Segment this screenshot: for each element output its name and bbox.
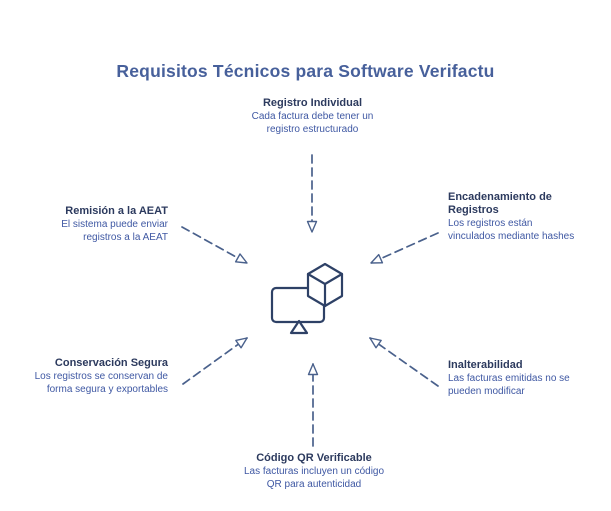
- node-encadenamiento-registros: Encadenamiento de Registros Los registro…: [448, 191, 580, 243]
- node-description: Los registros están vinculados mediante …: [448, 218, 575, 242]
- node-inalterabilidad: Inalterabilidad Las facturas emitidas no…: [448, 359, 580, 398]
- monitor-with-cube-icon: [270, 262, 344, 335]
- arrow-upper-left-to-center: [181, 226, 248, 264]
- node-remision-aeat: Remisión a la AEAT El sistema puede envi…: [48, 205, 168, 244]
- node-description: Cada factura debe tener un registro estr…: [251, 111, 374, 135]
- node-title: Registro Individual: [262, 97, 362, 109]
- node-title: Código QR Verificable: [256, 452, 372, 464]
- node-title: Remisión a la AEAT: [65, 205, 168, 217]
- arrow-upper-right-to-center: [370, 232, 439, 264]
- page-title: Requisitos Técnicos para Software Verifa…: [116, 60, 495, 81]
- node-description: Las facturas incluyen un código QR para …: [243, 466, 385, 490]
- node-title: Inalterabilidad: [448, 359, 523, 371]
- node-conservacion-segura: Conservación Segura Los registros se con…: [28, 357, 168, 396]
- node-registro-individual: Registro Individual Cada factura debe te…: [240, 97, 385, 136]
- node-title: Encadenamiento de Registros: [448, 191, 552, 216]
- node-description: El sistema puede enviar registros a la A…: [61, 219, 168, 243]
- cube-icon: [306, 262, 344, 308]
- arrow-lower-left-to-center: [182, 337, 248, 385]
- node-codigo-qr: Código QR Verificable Las facturas inclu…: [238, 452, 390, 491]
- node-description: Las facturas emitidas no se pueden modif…: [448, 373, 570, 397]
- arrow-lower-right-to-center: [369, 337, 439, 387]
- node-title: Conservación Segura: [54, 357, 168, 369]
- node-description: Los registros se conservan de forma segu…: [34, 371, 168, 395]
